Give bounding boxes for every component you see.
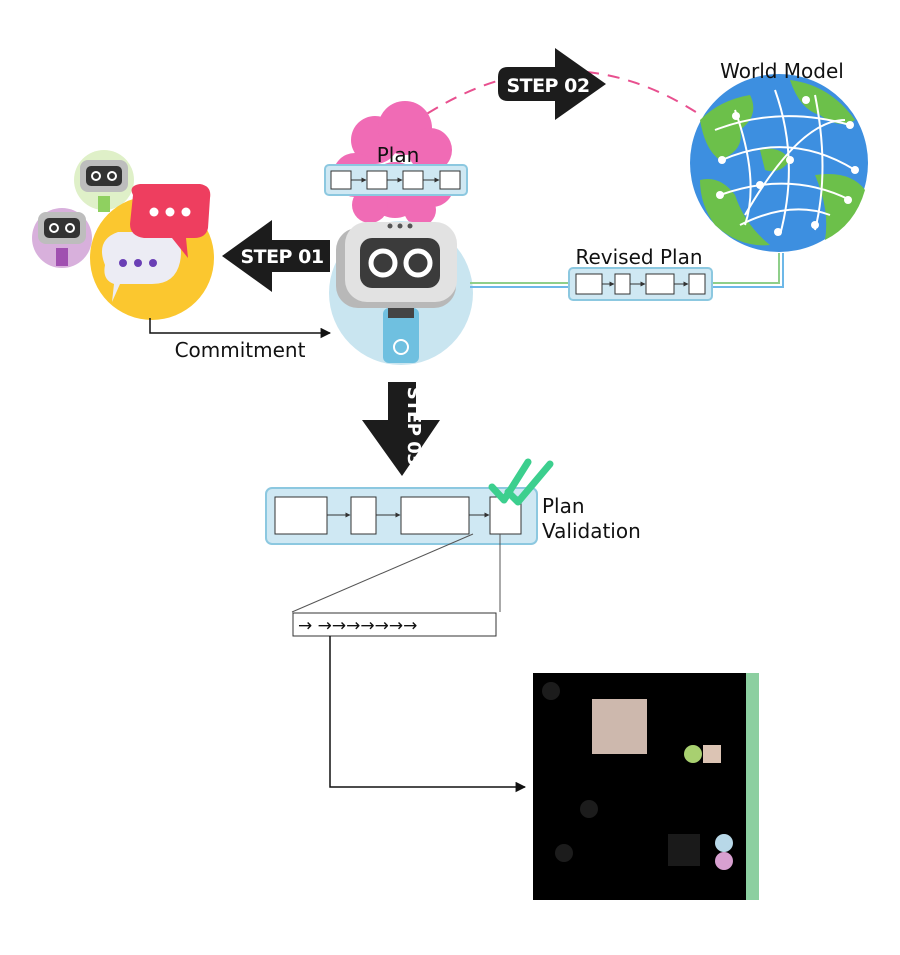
revised-plan-label: Revised Plan xyxy=(575,245,702,269)
dashed-connector xyxy=(409,69,706,126)
step02-label: STEP 02 xyxy=(506,75,589,97)
plan-validation-label-line1: Plan xyxy=(542,494,585,518)
plan-validation-label-line2: Validation xyxy=(542,519,641,543)
zoom-line-left xyxy=(291,533,474,613)
world-model-label: World Model xyxy=(720,59,844,83)
chat-bubble-icon xyxy=(130,184,211,258)
step01-arrow: STEP 01 xyxy=(222,220,330,292)
step01-label: STEP 01 xyxy=(240,246,323,268)
step02-arrow: STEP 02 xyxy=(498,48,606,120)
step03-arrow: STEP 03 xyxy=(362,382,440,476)
action-sequence-box xyxy=(292,612,497,637)
commitment-arrow xyxy=(149,318,332,339)
chat-bubble-icon xyxy=(101,232,181,302)
checkmark-icon xyxy=(488,458,554,506)
commitment-label: Commitment xyxy=(175,338,306,362)
action-sequence-label: → →→→→→→→ xyxy=(298,616,417,636)
plan-chain xyxy=(324,164,468,196)
revised-plan-connector xyxy=(470,253,784,288)
chat-group xyxy=(32,150,214,320)
grid-world xyxy=(533,673,759,900)
execution-arrow xyxy=(329,636,527,793)
step03-label: STEP 03 xyxy=(403,387,424,466)
revised-plan-chain xyxy=(568,267,713,301)
plan-label: Plan xyxy=(377,143,420,167)
validated-plan-chain xyxy=(265,487,538,545)
globe-icon xyxy=(690,74,868,252)
robot-icon xyxy=(329,221,473,365)
